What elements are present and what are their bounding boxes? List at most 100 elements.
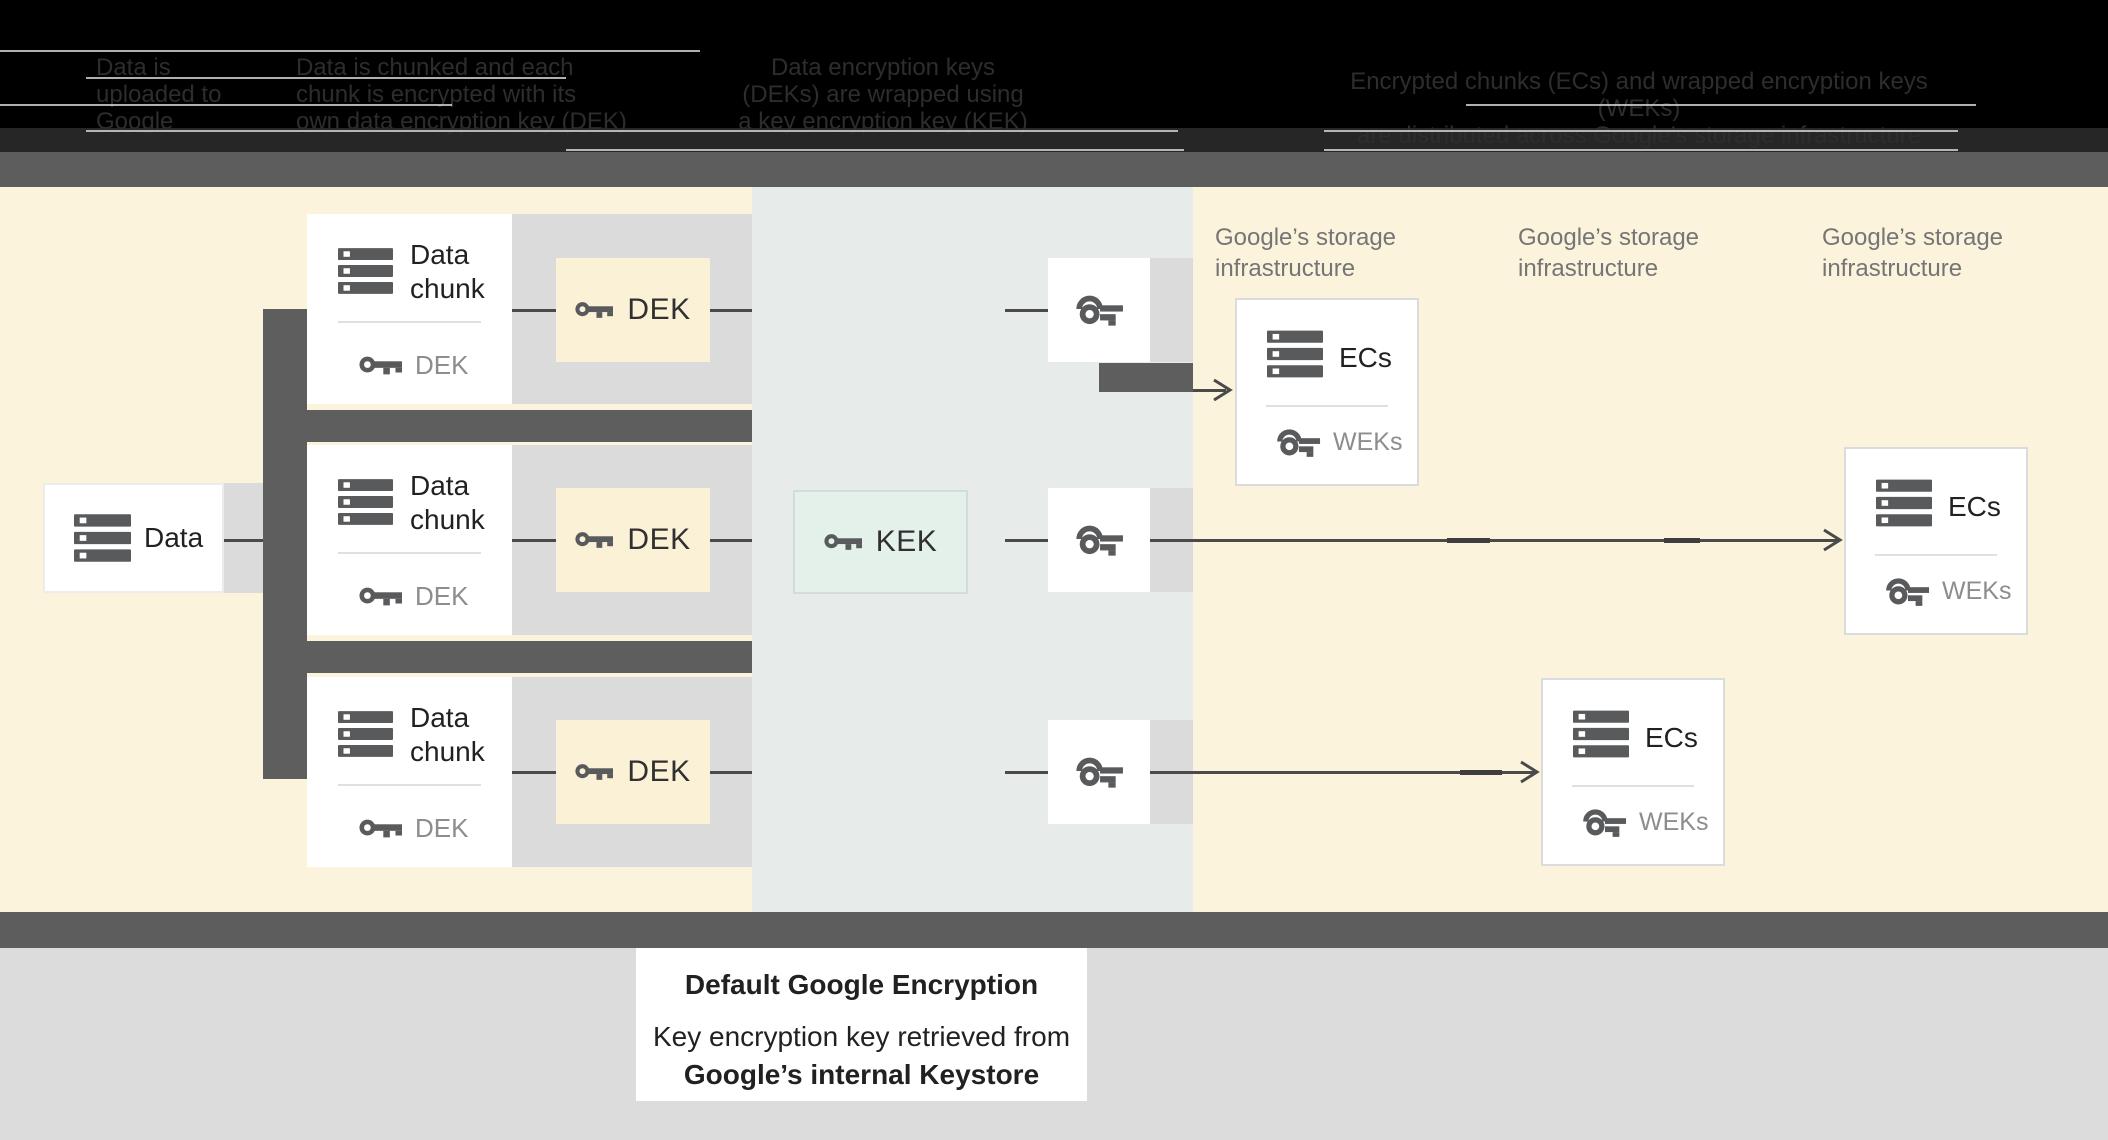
data-chunk-card: Data chunk DEK — [307, 214, 512, 404]
key-icon — [359, 584, 402, 609]
card-separator — [338, 552, 481, 554]
data-connector-strip — [224, 483, 263, 593]
card-separator — [338, 784, 481, 786]
arrow-line-2 — [1150, 539, 1838, 542]
chunk-title: Data chunk — [410, 239, 485, 304]
weks-row: WEKs — [1275, 426, 1402, 459]
wrapped-key-icon — [1074, 292, 1124, 328]
arrow-line-3-segment — [1460, 770, 1502, 775]
chunk-key-row: DEK — [359, 350, 468, 381]
line-to-keybox-1 — [1005, 309, 1048, 312]
dek-box: DEK — [556, 488, 710, 592]
storage-icon — [338, 247, 393, 295]
caption-line-2: Google’s internal Keystore — [683, 1059, 1040, 1090]
dek-box: DEK — [556, 258, 710, 362]
key-icon — [575, 529, 614, 551]
chunk-key-row: DEK — [359, 581, 468, 612]
key-icon — [575, 761, 614, 783]
data-box: Data — [43, 483, 224, 593]
ecs-label: ECs — [1645, 722, 1698, 753]
line-to-keybox-2 — [1005, 539, 1048, 542]
trunk-connector — [263, 309, 307, 779]
data-chunk-card: Data chunk DEK — [307, 677, 512, 867]
line-data-to-trunk — [224, 539, 263, 542]
header-streak — [1324, 149, 1958, 151]
keybox-shadow-1 — [1150, 258, 1193, 362]
ecs-weks-card: ECs WEKs — [1541, 678, 1725, 866]
weks-label: WEKs — [1942, 577, 2012, 605]
line-to-keybox-3 — [1005, 771, 1048, 774]
chunk-key-row: DEK — [359, 813, 468, 844]
caption-title: Default Google Encryption — [684, 969, 1039, 1000]
wrapped-key-icon — [1884, 575, 1930, 608]
header-streak — [86, 130, 1178, 132]
key-icon — [824, 531, 862, 553]
header-streak — [0, 104, 452, 106]
header-streak — [86, 77, 566, 79]
arrow-head-3 — [1520, 760, 1540, 784]
chunk-key-label: DEK — [415, 350, 469, 380]
line-chunk1-to-dek1 — [512, 309, 556, 312]
bottom-divider-bar — [0, 912, 2108, 948]
header-step-3: Data encryption keys(DEKs) are wrapped u… — [738, 54, 1028, 135]
dek-label: DEK — [627, 523, 691, 556]
caption-body: Key encryption key retrieved from Google… — [636, 1018, 1087, 1094]
storage-icon — [338, 478, 393, 526]
wrapped-key-box — [1048, 720, 1150, 824]
wrapped-key-icon — [1275, 426, 1321, 459]
slab-connector-1 — [263, 410, 752, 442]
ecs-weks-card: ECs WEKs — [1844, 447, 2028, 635]
storage-icon — [338, 710, 393, 758]
wrapped-key-box — [1048, 488, 1150, 592]
arrow-line-2-segment — [1447, 538, 1490, 543]
storage-icon — [1876, 479, 1932, 527]
arrow-line-1 — [1193, 389, 1226, 392]
kek-box: KEK — [793, 490, 968, 594]
storage-icon — [1267, 330, 1323, 378]
card-separator — [338, 321, 481, 323]
kek-label: KEK — [875, 525, 938, 558]
card-separator — [1266, 405, 1388, 407]
ecs-label: ECs — [1339, 342, 1392, 373]
key-icon — [575, 299, 614, 321]
wrapped-key-icon — [1074, 754, 1124, 790]
line-dek1-to-band — [710, 309, 752, 312]
line-chunk3-to-dek3 — [512, 771, 556, 774]
wrapped-key-box — [1048, 258, 1150, 362]
arrow-head-2 — [1823, 528, 1843, 552]
slab-connector-2 — [263, 641, 752, 673]
data-chunk-card: Data chunk DEK — [307, 445, 512, 635]
data-label: Data — [144, 522, 204, 553]
chunk-key-label: DEK — [415, 813, 469, 843]
dek-label: DEK — [627, 293, 691, 326]
weks-row: WEKs — [1884, 575, 2011, 608]
weks-row: WEKs — [1581, 806, 1708, 839]
weks-label: WEKs — [1333, 428, 1403, 456]
caption-box: Default Google Encryption Key encryption… — [636, 948, 1087, 1101]
storage-icon — [1573, 710, 1629, 758]
dek-box: DEK — [556, 720, 710, 824]
weks-label: WEKs — [1639, 808, 1709, 836]
card-separator — [1875, 554, 1997, 556]
key-icon — [359, 816, 402, 841]
header-streak — [1466, 104, 1976, 106]
key-icon — [359, 353, 402, 378]
arrow-line-2-segment — [1664, 538, 1700, 543]
header-step-4: Encrypted chunks (ECs) and wrapped encry… — [1350, 68, 1928, 149]
storage-icon — [74, 514, 131, 562]
header-streak — [566, 149, 1184, 151]
top-divider-bar — [0, 152, 2108, 187]
wrap-stub-connector — [1099, 363, 1193, 392]
dek-label: DEK — [627, 755, 691, 788]
wrapped-key-icon — [1074, 522, 1124, 558]
ecs-weks-card: ECs WEKs — [1235, 298, 1419, 486]
chunk-key-label: DEK — [415, 581, 469, 611]
chunk-title: Data chunk — [410, 470, 485, 535]
wrapped-key-icon — [1581, 806, 1627, 839]
